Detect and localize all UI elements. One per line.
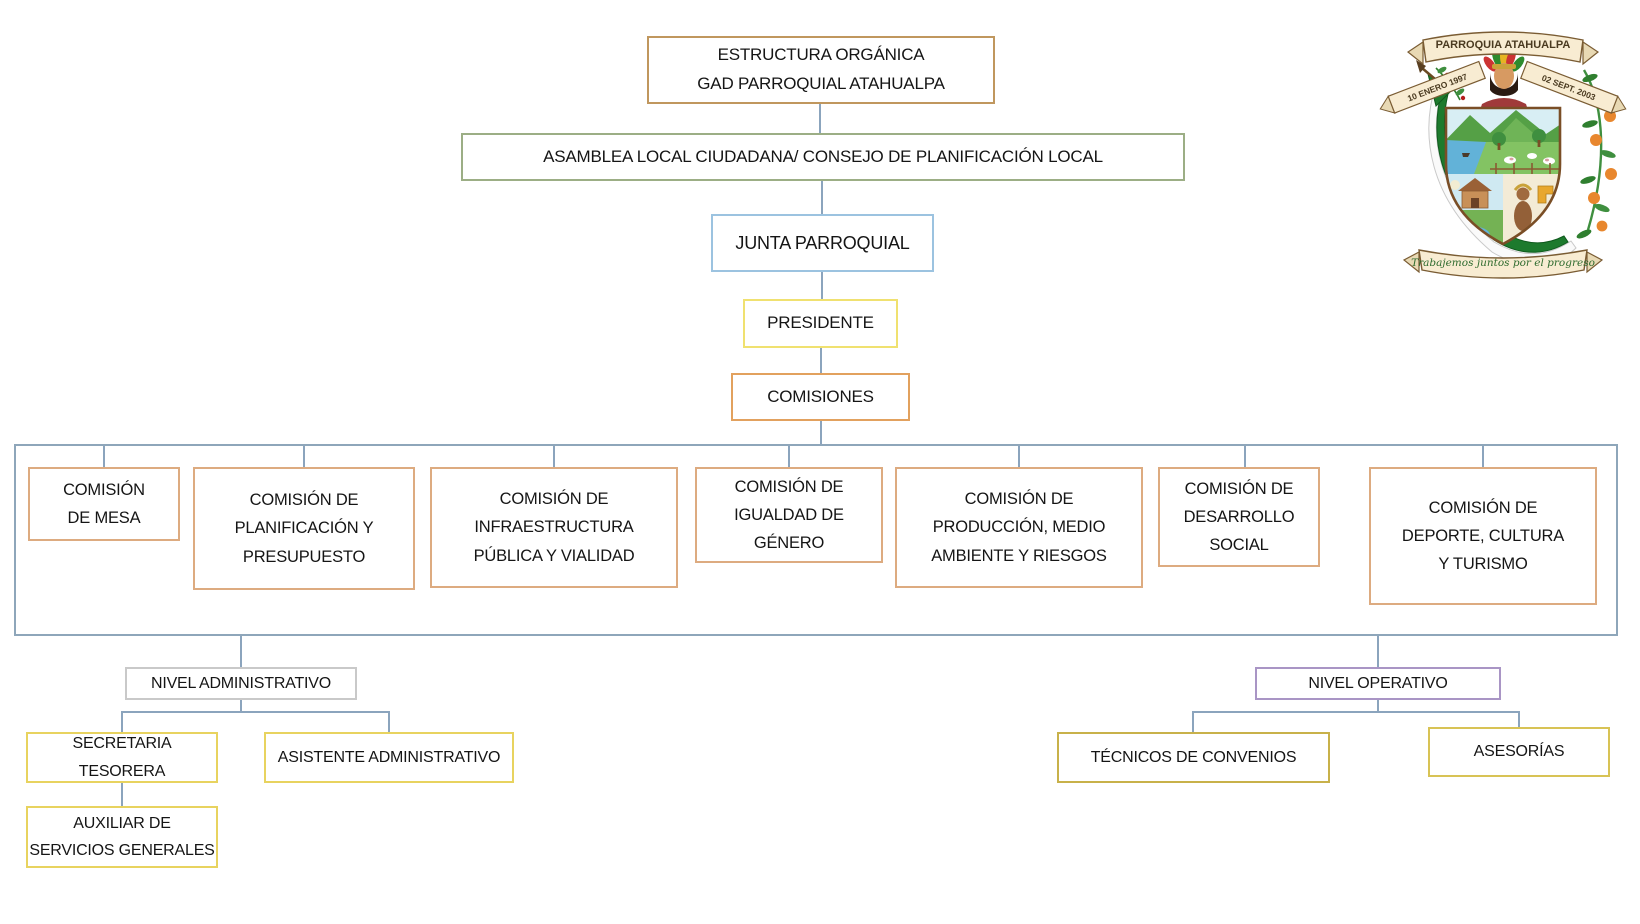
orange-branch: [1576, 69, 1617, 239]
connector: [821, 181, 823, 214]
node-presidente: PRESIDENTE: [743, 299, 898, 348]
parish-crest: PARROQUIA ATAHUALPA 10 ENERO 1997 02 SEP…: [1379, 31, 1627, 279]
node-asesorias: ASESORÍAS: [1428, 727, 1610, 777]
connector: [1377, 700, 1379, 713]
connector: [1482, 446, 1484, 467]
connector: [303, 446, 305, 467]
node-comision-infraestructura: COMISIÓN DE INFRAESTRUCTURA PÚBLICA Y VI…: [430, 467, 678, 588]
connector: [121, 711, 390, 713]
crest-motto: Trabajemos juntos por el progreso: [1411, 257, 1595, 269]
connector: [788, 446, 790, 467]
node-asamblea-local: ASAMBLEA LOCAL CIUDADANA/ CONSEJO DE PLA…: [461, 133, 1185, 181]
node-comision-mesa: COMISIÓN DE MESA: [28, 467, 180, 541]
connector: [121, 783, 123, 806]
node-nivel-operativo: NIVEL OPERATIVO: [1255, 667, 1501, 700]
node-nivel-administrativo: NIVEL ADMINISTRATIVO: [125, 667, 357, 700]
node-junta-parroquial: JUNTA PARROQUIAL: [711, 214, 934, 272]
connector: [388, 711, 390, 732]
connector: [1377, 636, 1379, 667]
connector: [820, 421, 822, 444]
node-asistente-administrativo: ASISTENTE ADMINISTRATIVO: [264, 732, 514, 783]
connector: [1018, 446, 1020, 467]
crest-title: PARROQUIA ATAHUALPA: [1436, 39, 1571, 51]
connector: [103, 446, 105, 467]
node-secretaria-tesorera: SECRETARIA TESORERA: [26, 732, 218, 783]
crest-motto-banner: Trabajemos juntos por el progreso: [1402, 249, 1604, 279]
node-comision-deporte: COMISIÓN DE DEPORTE, CULTURA Y TURISMO: [1369, 467, 1597, 605]
connector: [240, 700, 242, 713]
connector: [1244, 446, 1246, 467]
connector: [121, 711, 123, 732]
connector: [1192, 711, 1194, 732]
node-comision-planificacion: COMISIÓN DE PLANIFICACIÓN Y PRESUPUESTO: [193, 467, 415, 590]
node-tecnicos-convenios: TÉCNICOS DE CONVENIOS: [1057, 732, 1330, 783]
crest-top-banner: PARROQUIA ATAHUALPA: [1406, 31, 1600, 66]
node-comision-produccion: COMISIÓN DE PRODUCCIÓN, MEDIO AMBIENTE Y…: [895, 467, 1143, 588]
crest-shield: [1444, 106, 1562, 246]
connector: [1192, 711, 1520, 713]
node-comision-igualdad: COMISIÓN DE IGUALDAD DE GÉNERO: [695, 467, 883, 563]
connector: [553, 446, 555, 467]
connector: [1518, 711, 1520, 727]
connector: [821, 272, 823, 299]
commissions-container: [14, 444, 1618, 636]
node-estructura-organica: ESTRUCTURA ORGÁNICA GAD PARROQUIAL ATAHU…: [647, 36, 995, 104]
node-comision-desarrollo: COMISIÓN DE DESARROLLO SOCIAL: [1158, 467, 1320, 567]
node-comisiones: COMISIONES: [731, 373, 910, 421]
connector: [819, 104, 821, 133]
connector: [240, 636, 242, 667]
node-auxiliar-servicios: AUXILIAR DE SERVICIOS GENERALES: [26, 806, 218, 868]
connector: [820, 348, 822, 373]
